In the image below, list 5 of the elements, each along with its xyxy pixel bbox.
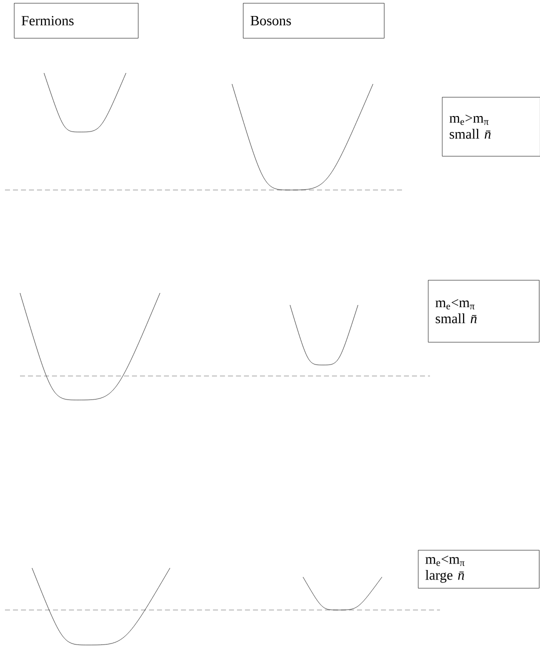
- label-box: Bosons: [243, 3, 384, 38]
- label-box: m$_{e}$<m$_{π}$ small n̄: [428, 280, 540, 342]
- label-box: m$_{e}$<m$_{π}$ large n̄: [418, 550, 540, 588]
- label-box: m$_{e}$>m$_{π}$ small n̄: [442, 97, 540, 156]
- label-box: Fermions: [14, 3, 138, 38]
